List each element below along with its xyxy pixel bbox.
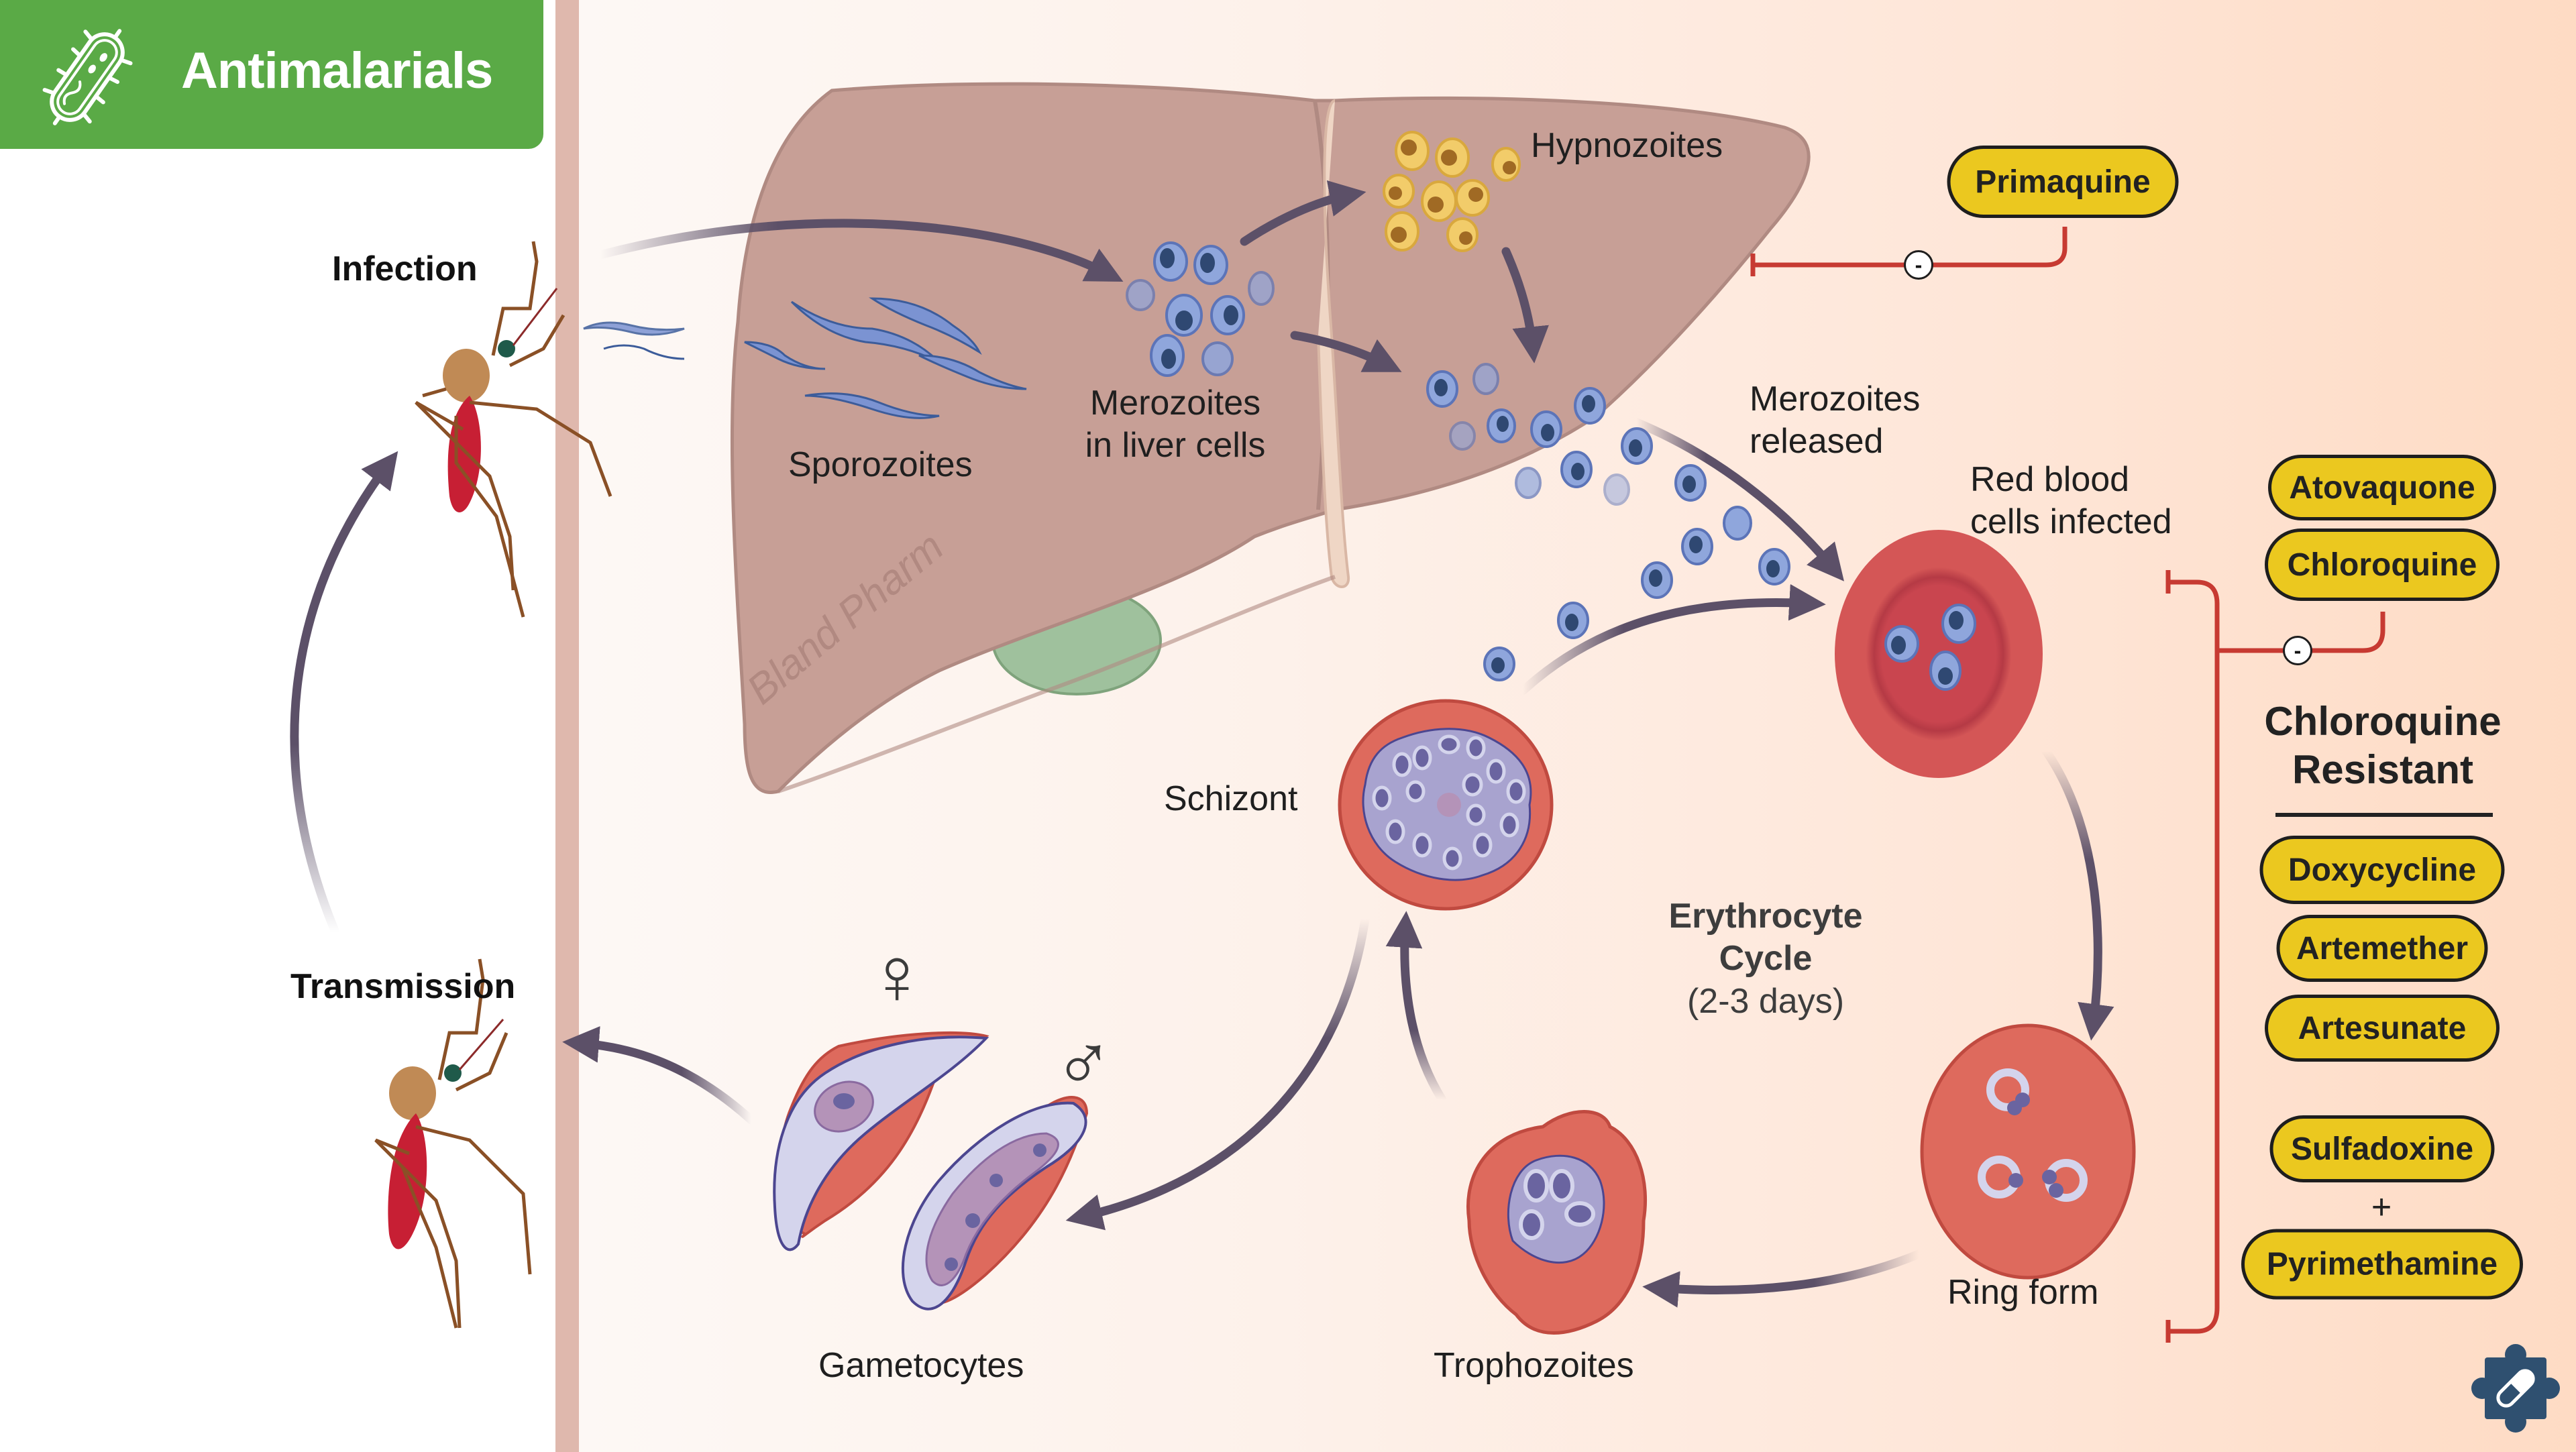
male-symbol-icon: ♂ [1053, 1018, 1114, 1108]
arrow-schizont-to-rbc [1518, 583, 1826, 695]
erythrocyte-cycle-label: Erythrocyte Cycle (2-3 days) [1669, 895, 1863, 1023]
drug-atovaquone[interactable]: Atovaquone [2268, 455, 2496, 520]
mosquito-transmission [374, 958, 532, 1329]
hypnozoites [1383, 131, 1521, 252]
gametocyte-female [773, 1031, 989, 1251]
arrow-hypnozoite-reactivation [1501, 247, 1549, 364]
arrow-schizont-to-gametocytes [1065, 914, 1370, 1231]
trophozoites-label: Trophozoites [1434, 1346, 1634, 1385]
inhibition-lines [1750, 227, 2385, 1343]
merozoites-liver-label: Merozoites in liver cells [1085, 382, 1266, 467]
flow-arrows [290, 180, 2114, 1308]
arrow-rbc-to-ring [2041, 746, 2114, 1041]
schizont-label: Schizont [1164, 779, 1298, 818]
drug-chloroquine[interactable]: Chloroquine [2265, 528, 2500, 601]
drug-artemether[interactable]: Artemether [2276, 915, 2488, 982]
rbc-infected-label: Red blood cells infected [1970, 459, 2172, 544]
red-blood-cell-infected [1835, 530, 2043, 778]
drug-primaquine[interactable]: Primaquine [1947, 146, 2179, 218]
arrow-transmission-to-infection [290, 451, 398, 937]
merozoites-liver-label-line1: Merozoites [1089, 384, 1261, 423]
arrow-released-to-rbc [1632, 418, 1844, 581]
merozoites-liver-label-line2: in liver cells [1085, 426, 1266, 465]
hypnozoites-label: Hypnozoites [1531, 126, 1723, 165]
sporozoites-label: Sporozoites [788, 445, 973, 484]
skin-barrier [555, 0, 579, 1452]
sporozoites [583, 297, 1027, 419]
arrow-to-hypnozoites [1240, 180, 1366, 246]
combination-plus: + [2371, 1188, 2392, 1227]
chloroquine-resistant-heading: Chloroquine Resistant [2264, 697, 2501, 794]
primaquine-inhibit-badge: - [1904, 250, 1933, 280]
drug-artesunate[interactable]: Artesunate [2265, 995, 2500, 1062]
cycle-title-line1: Erythrocyte [1668, 897, 1863, 936]
drug-pyrimethamine[interactable]: Pyrimethamine [2241, 1229, 2523, 1300]
page-title: Antimalarials [181, 42, 493, 99]
header-banner: Antimalarials [0, 0, 543, 149]
blood-stage-inhibit-badge: - [2283, 636, 2312, 665]
resistant-divider [2275, 813, 2493, 817]
ring-form-label: Ring form [1947, 1273, 2099, 1312]
trophozoite-cell [1466, 1110, 1648, 1335]
blood-stage-inhibit-bracket [2168, 579, 2220, 1334]
arrow-gametocytes-to-transmission [562, 1026, 756, 1125]
primaquine-inhibit-line [1753, 227, 2068, 268]
rbc-infected-line1: Red blood [1970, 460, 2130, 499]
drug-doxycycline[interactable]: Doxycycline [2259, 836, 2505, 904]
gametocytes-label: Gametocytes [818, 1346, 1024, 1385]
liver [730, 82, 1811, 794]
arrow-ring-to-trophozoite [1642, 1249, 1923, 1308]
infection-label: Infection [332, 249, 478, 288]
resistant-heading-line2: Resistant [2292, 747, 2474, 792]
cycle-title-line2: Cycle [1719, 939, 1813, 979]
transmission-label: Transmission [290, 967, 516, 1006]
resistant-heading-line1: Chloroquine [2264, 699, 2502, 744]
drug-sulfadoxine[interactable]: Sulfadoxine [2269, 1115, 2495, 1182]
merozoites-released-label: Merozoites released [1750, 378, 1920, 463]
gametocyte-male [901, 1096, 1089, 1310]
merozoites-released-line2: released [1750, 422, 1884, 461]
merozoites-released-line1: Merozoites [1750, 380, 1921, 418]
cycle-duration: (2-3 days) [1686, 981, 1845, 1021]
arrow-trophozoite-to-schizont [1385, 911, 1447, 1105]
ring-form-cell [1920, 1023, 2136, 1280]
schizont-cell [1338, 699, 1554, 911]
puzzle-pill-icon [2471, 1344, 2560, 1433]
rbc-infected-line2: cells infected [1970, 502, 2172, 542]
mosquito-infection [415, 241, 612, 618]
arrow-infection-to-liver [596, 219, 1124, 282]
arrow-to-liver-merozoites [1290, 331, 1402, 372]
bacterium-icon [42, 29, 133, 125]
female-symbol-icon: ♀ [867, 931, 927, 1021]
